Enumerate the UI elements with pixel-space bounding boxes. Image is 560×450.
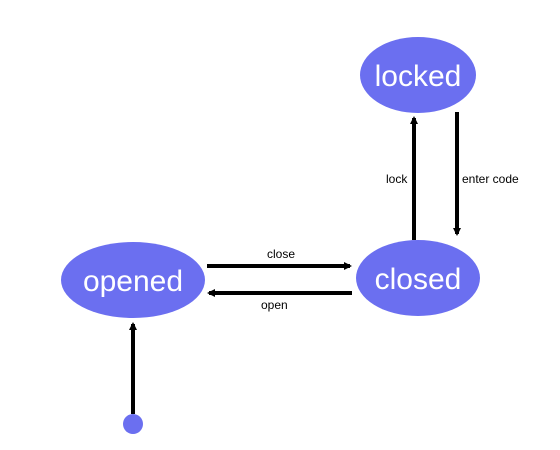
state-opened-label: opened: [83, 265, 183, 298]
state-closed-label: closed: [375, 263, 462, 296]
transition-close-label: close: [267, 247, 295, 261]
transition-open-label: open: [261, 298, 288, 312]
initial-state-dot: [123, 414, 143, 434]
transition-enter-code-label: enter code: [462, 172, 519, 186]
state-opened: opened: [61, 242, 205, 318]
state-locked-node: [360, 37, 476, 113]
state-closed: closed: [356, 240, 480, 316]
state-opened-node: [61, 242, 205, 318]
state-locked-label: locked: [375, 60, 462, 93]
state-locked: locked: [360, 37, 476, 113]
state-closed-node: [356, 240, 480, 316]
transition-lock-label: lock: [386, 172, 408, 186]
